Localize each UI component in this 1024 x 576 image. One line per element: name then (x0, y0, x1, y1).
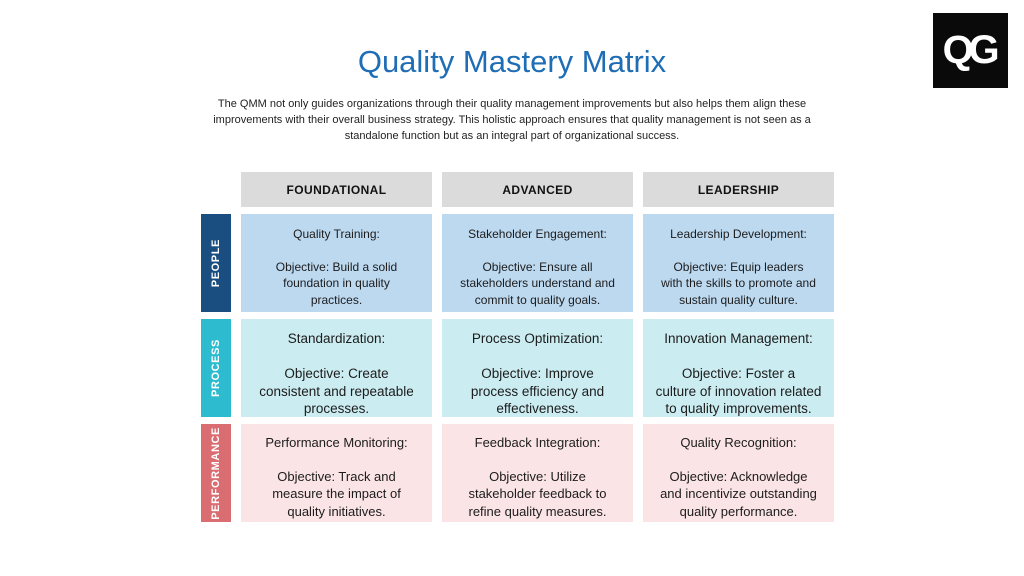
column-header-leadership: LEADERSHIP (643, 172, 834, 207)
cell-title: Process Optimization: (471, 331, 604, 346)
cell-objective: Objective: Create consistent and repeata… (259, 365, 414, 417)
matrix-cell-process-foundational: Standardization: Objective: Create consi… (241, 319, 432, 417)
row-label-process-text: PROCESS (210, 339, 222, 397)
cell-objective: Objective: Track and measure the impact … (272, 468, 401, 519)
cell-title: Performance Monitoring: (265, 435, 408, 450)
page-title: Quality Mastery Matrix (357, 44, 667, 79)
cell-objective: Objective: Utilize stakeholder feedback … (468, 468, 607, 519)
cell-title: Standardization: (287, 331, 386, 346)
matrix-cell-people-leadership: Leadership Development: Objective: Equip… (643, 214, 834, 312)
cell-title: Leadership Development: (670, 227, 807, 241)
column-header-advanced: ADVANCED (442, 172, 633, 207)
cell-title: Quality Training: (293, 227, 380, 241)
cell-objective: Objective: Improve process efficiency an… (470, 365, 605, 417)
cell-objective: Objective: Equip leaders with the skills… (661, 259, 816, 307)
column-header-foundational: FOUNDATIONAL (241, 172, 432, 207)
brand-logo-text: QG (942, 28, 1000, 72)
cell-title: Quality Recognition: (680, 435, 797, 450)
page-subtitle: The QMM not only guides organizations th… (213, 98, 811, 142)
cell-title: Feedback Integration: (474, 435, 601, 450)
matrix-cell-people-advanced: Stakeholder Engagement: Objective: Ensur… (442, 214, 633, 312)
quality-mastery-matrix: FOUNDATIONAL ADVANCED LEADERSHIP PEOPLE … (201, 172, 834, 522)
row-label-performance-text: PERFORMANCE (210, 426, 222, 520)
matrix-cell-performance-advanced: Feedback Integration: Objective: Utilize… (442, 424, 633, 522)
row-label-people-text: PEOPLE (210, 238, 222, 288)
matrix-cell-process-leadership: Innovation Management: Objective: Foster… (643, 319, 834, 417)
matrix-cell-performance-foundational: Performance Monitoring: Objective: Track… (241, 424, 432, 522)
matrix-cell-process-advanced: Process Optimization: Objective: Improve… (442, 319, 633, 417)
cell-objective: Objective: Foster a culture of innovatio… (655, 365, 822, 417)
cell-objective: Objective: Build a solid foundation in q… (275, 259, 398, 307)
row-label-people: PEOPLE (201, 214, 231, 312)
cell-objective: Objective: Acknowledge and incentivize o… (660, 468, 817, 519)
matrix-corner-spacer (201, 172, 231, 207)
cell-objective: Objective: Ensure all stakeholders under… (460, 259, 615, 307)
cell-title: Stakeholder Engagement: (468, 227, 607, 241)
cell-title: Innovation Management: (664, 331, 813, 346)
matrix-cell-performance-leadership: Quality Recognition: Objective: Acknowle… (643, 424, 834, 522)
row-label-process: PROCESS (201, 319, 231, 417)
brand-logo: QG (933, 13, 1008, 88)
row-label-performance: PERFORMANCE (201, 424, 231, 522)
matrix-cell-people-foundational: Quality Training: Objective: Build a sol… (241, 214, 432, 312)
